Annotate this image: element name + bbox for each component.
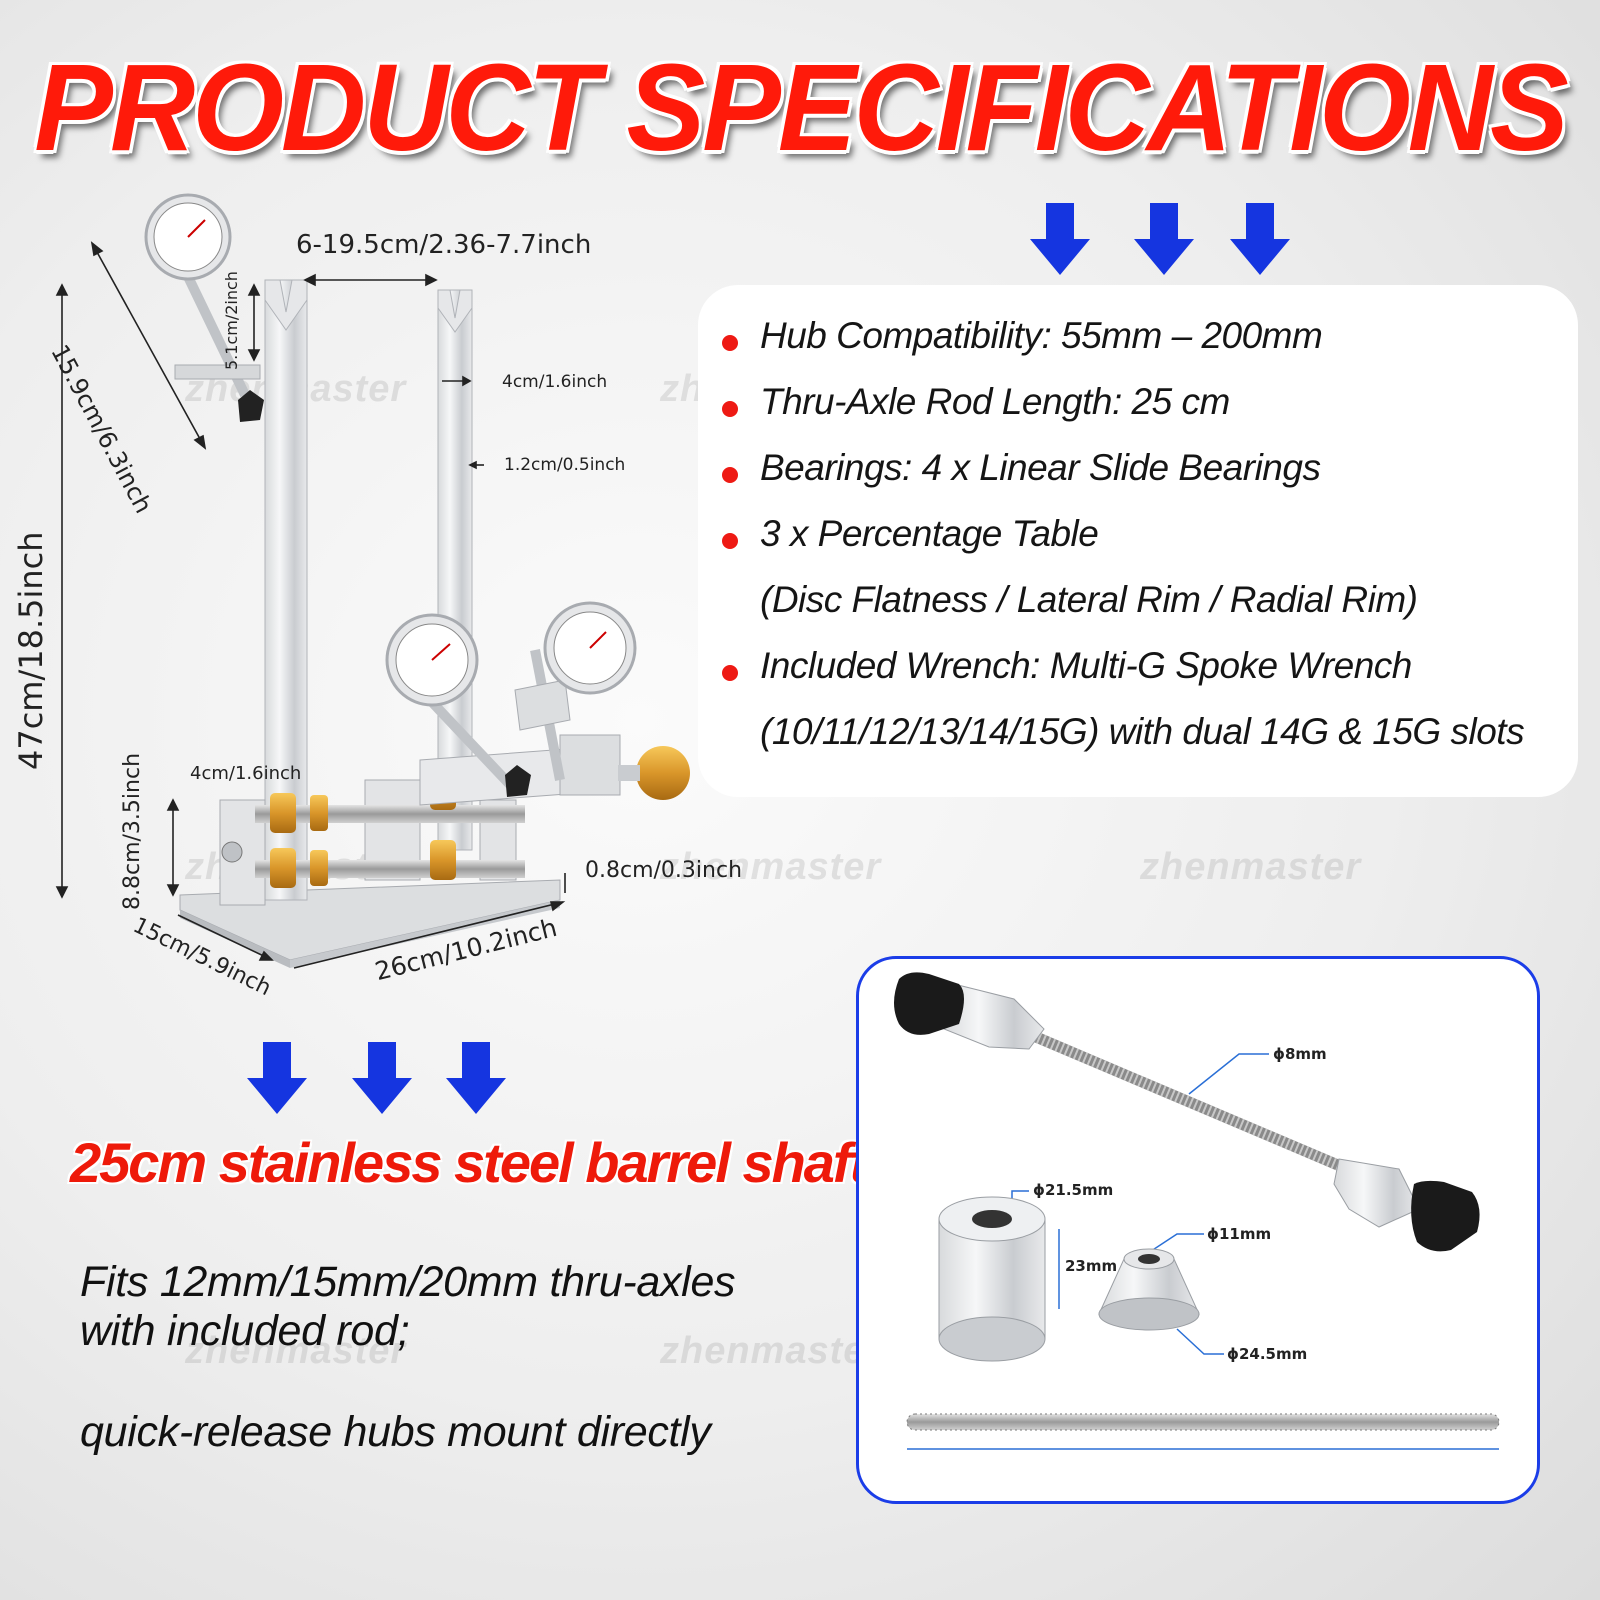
shaft-heading: 25cm stainless steel barrel shaft (70, 1131, 868, 1194)
down-arrow-icon (1230, 203, 1290, 275)
dim-arm-top: 5.1cm/2inch (222, 271, 241, 370)
bullet-icon (722, 335, 738, 351)
label-cone-outer: ɸ24.5mm (1227, 1345, 1308, 1363)
watermark: zhenmaster (660, 1330, 882, 1372)
dim-width-range: 6-19.5cm/2.36-7.7inch (296, 230, 592, 260)
bullet-icon (722, 533, 738, 549)
bullet-icon (722, 665, 738, 681)
watermark: zhenmaster (185, 1330, 407, 1372)
dim-upright-thickness: 1.2cm/0.5inch (504, 455, 626, 475)
spec-bearings: Bearings: 4 x Linear Slide Bearings (760, 447, 1321, 488)
down-arrow-icon (446, 1042, 506, 1114)
spec-card: Hub Compatibility: 55mm – 200mm Thru-Axl… (698, 285, 1578, 797)
spec-wrench: Included Wrench: Multi-G Spoke Wrench (760, 645, 1412, 686)
down-arrow-icon (1030, 203, 1090, 275)
description-line: quick-release hubs mount directly (80, 1408, 711, 1456)
label-rod-diameter: ɸ8mm (1273, 1045, 1327, 1063)
thru-axle-accessories-illustration (894, 972, 1500, 1450)
description-line: Fits 12mm/15mm/20mm thru-axles (80, 1258, 736, 1306)
page-title: PRODUCT SPECIFICATIONS (34, 38, 1568, 178)
spec-axle-length: Thru-Axle Rod Length: 25 cm (760, 381, 1230, 422)
description-line: with included rod; (80, 1307, 410, 1355)
truing-stand-illustration (55, 193, 690, 969)
down-arrow-icon (352, 1042, 412, 1114)
dim-base-block: 4cm/1.6inch (190, 763, 302, 784)
label-spacer-outer: ɸ21.5mm (1033, 1181, 1114, 1199)
dim-upright-width: 4cm/1.6inch (502, 372, 608, 392)
down-arrow-icon (1134, 203, 1194, 275)
bullet-icon (722, 401, 738, 417)
dim-plate: 0.8cm/0.3inch (585, 858, 743, 883)
spec-wrench-detail: (10/11/12/13/14/15G) with dual 14G & 15G… (760, 711, 1525, 752)
label-cone-inner: ɸ11mm (1207, 1225, 1272, 1243)
spec-percentage-detail: (Disc Flatness / Lateral Rim / Radial Ri… (760, 579, 1418, 620)
bullet-icon (722, 467, 738, 483)
accessory-box: ɸ8mm ɸ21.5mm 23mm ɸ11mm ɸ24.5mm (856, 956, 1540, 1504)
spec-percentage-table: 3 x Percentage Table (760, 513, 1099, 554)
dim-base-height: 8.8cm/3.5inch (120, 752, 145, 910)
watermark: zhenmaster (660, 846, 882, 888)
down-arrow-icon (247, 1042, 307, 1114)
spec-hub-compatibility: Hub Compatibility: 55mm – 200mm (760, 315, 1323, 356)
label-spacer-height: 23mm (1065, 1257, 1118, 1275)
dim-height: 47cm/18.5inch (12, 531, 50, 770)
watermark: zhenmaster (1140, 846, 1362, 888)
